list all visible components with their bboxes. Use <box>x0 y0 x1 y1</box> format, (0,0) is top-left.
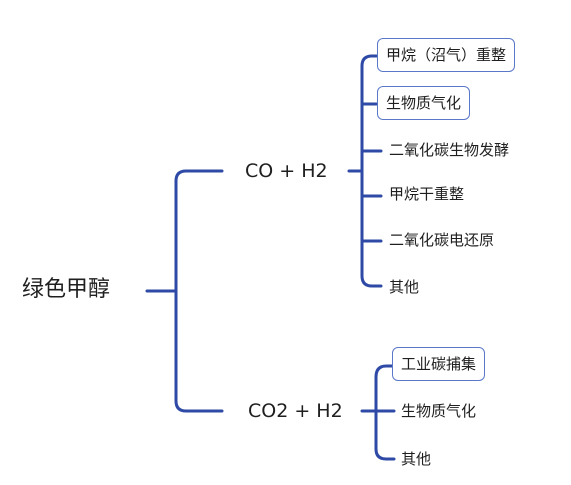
leaf-node-box: 甲烷（沼气）重整 <box>377 38 516 72</box>
branch-1-bracket <box>360 54 383 288</box>
leaf-node: 生物质气化 <box>401 402 477 420</box>
branch-2-bracket <box>374 364 396 461</box>
leaf-node: 其他 <box>389 278 420 296</box>
leaf-node-box: 生物质气化 <box>377 86 471 120</box>
leaf-node: 其他 <box>401 450 432 468</box>
leaf-node: 甲烷干重整 <box>389 185 465 203</box>
root-node: 绿色甲醇 <box>22 277 111 302</box>
root-bracket <box>174 169 224 413</box>
leaf-node-box: 工业碳捕集 <box>392 347 486 381</box>
branch-node-co2-h2: CO2 + H2 <box>248 400 343 422</box>
leaf-node: 二氧化碳生物发酵 <box>389 141 510 159</box>
leaf-node: 二氧化碳电还原 <box>389 231 495 249</box>
branch-node-co-h2: CO + H2 <box>245 160 328 182</box>
